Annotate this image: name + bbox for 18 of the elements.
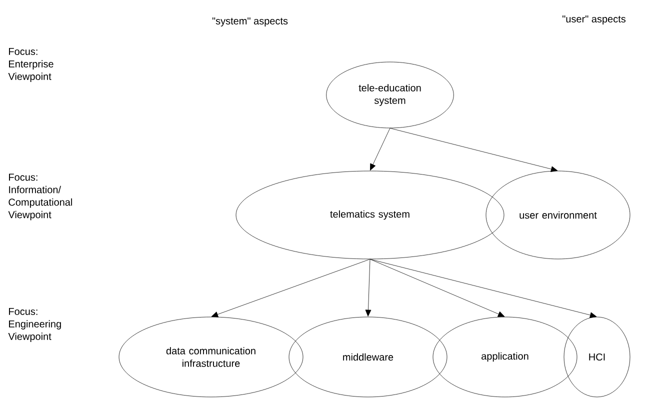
ellipse-node: user environment — [486, 170, 630, 260]
arrow — [370, 128, 390, 171]
label-text: "user" aspects — [562, 16, 626, 24]
ellipse-node: tele-education system — [326, 62, 454, 128]
arrow — [370, 259, 597, 318]
ellipse-node: application — [432, 316, 578, 398]
ellipse-node: data communication infrastructure — [118, 316, 304, 398]
arrow — [211, 259, 370, 318]
ellipse-node: HCI — [564, 316, 630, 398]
label-text: Focus: Information/ Computational Viewpoint — [8, 174, 72, 220]
label-text: "system" aspects — [212, 18, 288, 26]
arrow — [390, 128, 558, 172]
arrow — [370, 259, 505, 317]
ellipse-node: telematics system — [236, 170, 504, 260]
ellipse-node: middleware — [288, 316, 448, 398]
label-text: Focus: Enterprise Viewpoint — [8, 48, 54, 82]
label-text: Focus: Engineering Viewpoint — [8, 308, 61, 342]
arrow — [365, 259, 372, 316]
